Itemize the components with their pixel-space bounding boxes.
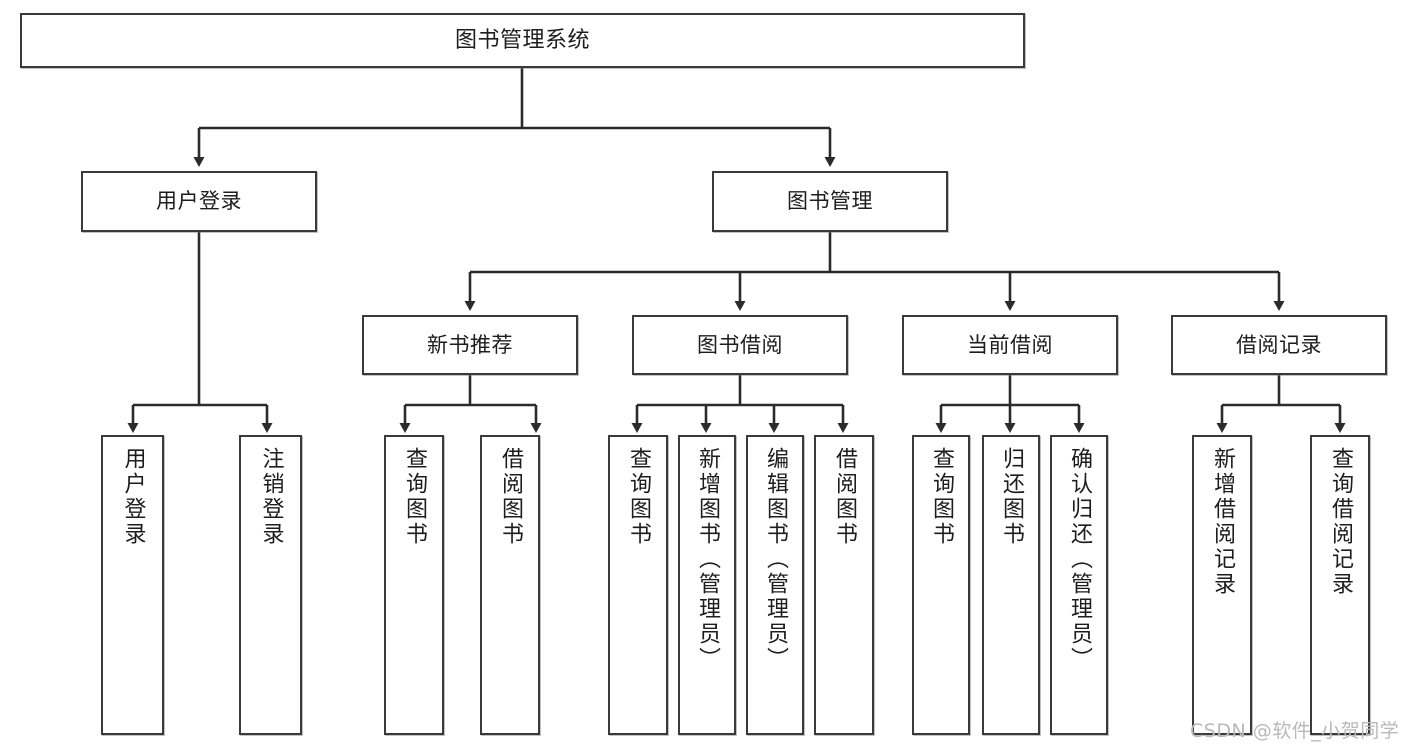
node-user-login[interactable]: 用户登录 [81,171,317,232]
node-borrow-record[interactable]: 借阅记录 [1171,315,1387,375]
leaf-borrow-query-book[interactable]: 查询图书 [608,435,668,735]
node-current-borrow[interactable]: 当前借阅 [902,315,1118,375]
node-current-borrow-label: 当前借阅 [967,332,1053,357]
node-new-book-recommend[interactable]: 新书推荐 [362,315,578,375]
leaf-user-login-signin[interactable]: 用户登录 [101,435,164,735]
leaf-current-confirm-return-label: 确认归还（管理员） [1067,447,1092,672]
leaf-user-login-signout-label: 注销登录 [258,447,284,547]
node-root[interactable]: 图书管理系统 [20,13,1025,68]
leaf-current-return-book[interactable]: 归还图书 [982,435,1040,735]
node-root-label: 图书管理系统 [454,27,590,53]
node-book-management[interactable]: 图书管理 [712,171,948,232]
leaf-new-book-query[interactable]: 查询图书 [384,435,444,735]
leaf-borrow-borrow-book[interactable]: 借阅图书 [814,435,874,735]
leaf-new-book-borrow-label: 借阅图书 [498,447,523,547]
csdn-watermark: CSDN @软件_小贺同学 [1190,720,1400,742]
node-user-login-label: 用户登录 [156,189,242,214]
leaf-current-query-book-label: 查询图书 [929,447,954,547]
leaf-user-login-signout[interactable]: 注销登录 [239,435,302,735]
node-book-borrow-label: 图书借阅 [697,332,783,357]
leaf-record-add[interactable]: 新增借阅记录 [1192,435,1252,735]
node-book-borrow[interactable]: 图书借阅 [632,315,848,375]
leaf-borrow-edit-book[interactable]: 编辑图书（管理员） [746,435,804,735]
node-new-book-recommend-label: 新书推荐 [427,332,513,357]
node-book-management-label: 图书管理 [787,189,873,214]
leaf-record-query[interactable]: 查询借阅记录 [1310,435,1370,735]
leaf-current-return-book-label: 归还图书 [999,447,1024,547]
leaf-record-add-label: 新增借阅记录 [1210,447,1235,597]
leaf-new-book-query-label: 查询图书 [402,447,427,547]
leaf-current-query-book[interactable]: 查询图书 [912,435,970,735]
leaf-borrow-query-book-label: 查询图书 [626,447,651,547]
leaf-record-query-label: 查询借阅记录 [1328,447,1353,597]
leaf-borrow-borrow-book-label: 借阅图书 [832,447,857,547]
leaf-current-confirm-return[interactable]: 确认归还（管理员） [1050,435,1108,735]
leaf-borrow-add-book[interactable]: 新增图书（管理员） [678,435,736,735]
leaf-borrow-edit-book-label: 编辑图书（管理员） [763,447,788,672]
leaf-borrow-add-book-label: 新增图书（管理员） [695,447,720,672]
leaf-new-book-borrow[interactable]: 借阅图书 [480,435,540,735]
leaf-user-login-signin-label: 用户登录 [120,447,146,547]
node-borrow-record-label: 借阅记录 [1236,332,1322,357]
